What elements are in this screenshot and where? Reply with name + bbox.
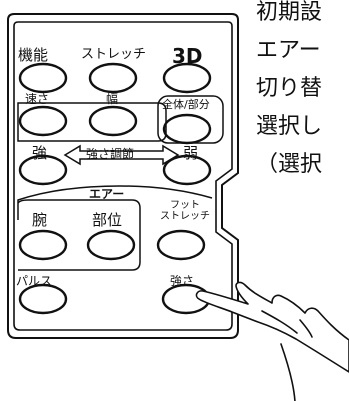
- speed-button[interactable]: [18, 105, 68, 137]
- air-label: エアー: [89, 187, 125, 201]
- 3d-button[interactable]: [162, 62, 212, 94]
- weak-button[interactable]: [162, 154, 212, 186]
- foot-stretch-button[interactable]: [156, 229, 206, 261]
- function-label: 機能: [18, 46, 49, 64]
- side-text-line: 選択し: [256, 114, 323, 139]
- arm-label: 腕: [32, 211, 48, 229]
- stretch-label: ストレッチ: [81, 47, 147, 62]
- part-button[interactable]: [86, 229, 136, 261]
- strength-adjust-label: 強さ調節: [86, 147, 135, 161]
- function-button[interactable]: [18, 62, 68, 94]
- strength-label: 強さ: [170, 274, 195, 288]
- width-button[interactable]: [88, 105, 138, 137]
- side-text-line: （選択: [256, 152, 323, 177]
- whole-part-button[interactable]: [162, 113, 212, 145]
- whole-part-label: 全体/部分: [162, 98, 210, 111]
- 3d-label: 3D: [172, 44, 203, 68]
- weak-label: 弱: [183, 144, 199, 162]
- part-label: 部位: [92, 211, 123, 229]
- speed-label: 速さ: [25, 92, 50, 106]
- pulse-label: パルス: [16, 274, 53, 288]
- strength-adjust-arrow: [63, 144, 180, 166]
- strong-label: 強: [32, 144, 48, 162]
- strong-button[interactable]: [18, 154, 68, 186]
- arm-button[interactable]: [18, 229, 68, 261]
- side-text-line: 初期設: [256, 0, 323, 25]
- pulse-button[interactable]: [18, 283, 68, 315]
- side-text-line: 切り替: [256, 76, 323, 101]
- pointing-hand-icon: [195, 281, 349, 401]
- width-label: 幅: [106, 92, 119, 106]
- foot-stretch-label: フット ストレッチ: [160, 200, 210, 222]
- stretch-button[interactable]: [88, 62, 138, 94]
- side-text-line: エアー: [256, 38, 321, 63]
